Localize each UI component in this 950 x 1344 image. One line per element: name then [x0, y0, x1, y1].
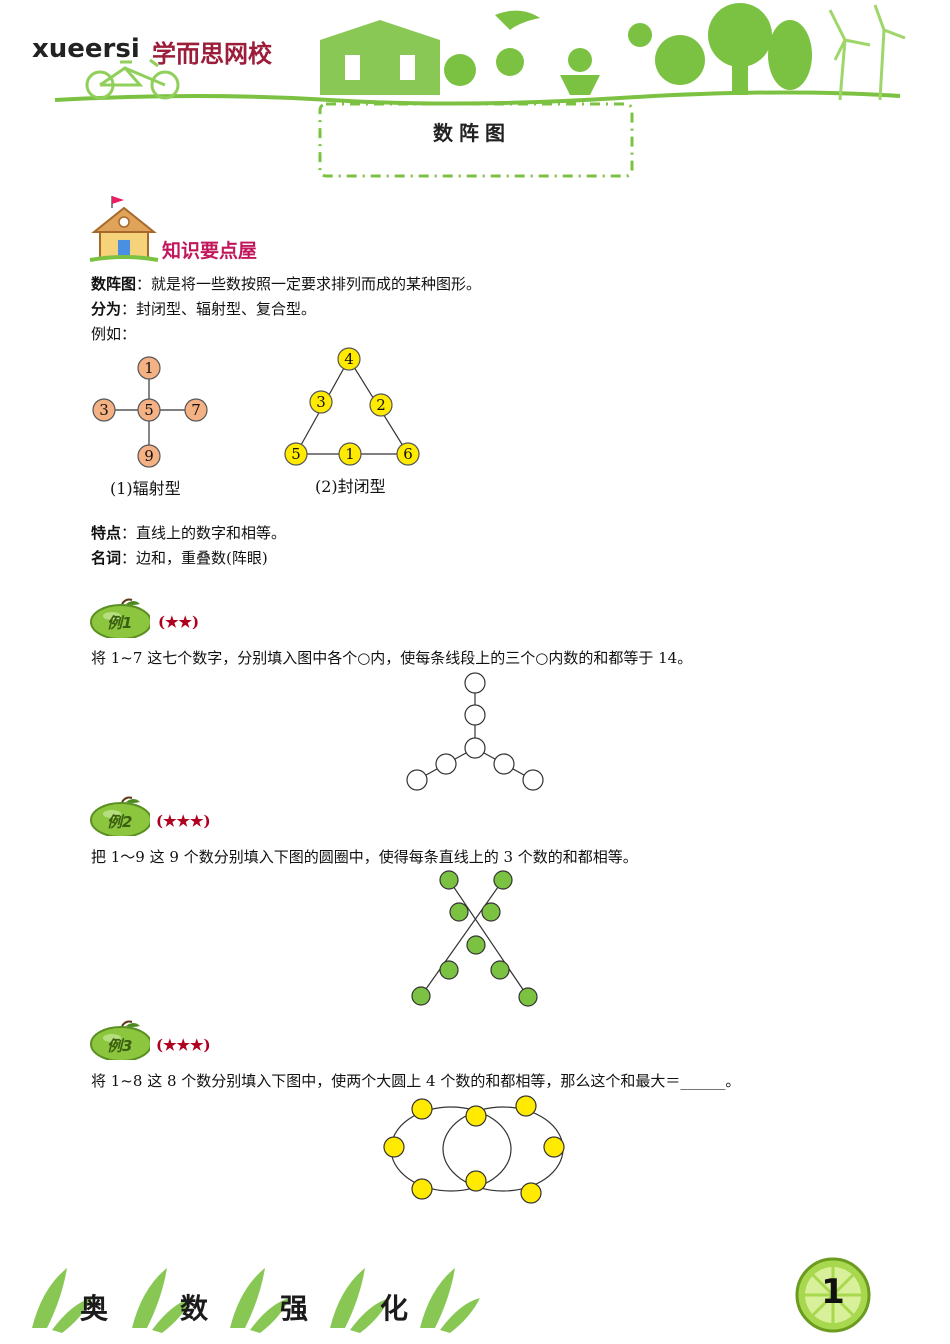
types-line: 分为：封闭型、辐射型、复合型。 [91, 299, 316, 319]
radial-num: 1 [144, 359, 154, 377]
example-2-text: 把 1～9 这 9 个数分别填入下图的圆圈中，使得每条直线上的 3 个数的和都相… [91, 848, 638, 866]
yellow-node [411, 1098, 433, 1120]
yellow-node [543, 1136, 565, 1158]
blank-circle [522, 769, 544, 791]
footer-word: 奥 [80, 1292, 109, 1325]
example-3-text: 将 1~8 这 8 个数分别填入下图中，使两个大圆上 4 个数的和都相等，那么这… [91, 1072, 741, 1090]
radial-node [92, 398, 116, 422]
lime-page-badge-icon [795, 1257, 871, 1333]
terms-text: ：边和，重叠数(阵眼) [121, 549, 268, 567]
closed-diagram: 4 3 2 5 1 6 [284, 347, 420, 466]
example-2-diagram [411, 870, 538, 1007]
feature-term: 特点 [91, 524, 122, 542]
example-1-diagram [406, 672, 544, 791]
example-1-apple-icon [90, 598, 150, 638]
blank-circle [464, 672, 486, 694]
yellow-node [520, 1182, 542, 1204]
example-intro: 例如： [91, 325, 137, 343]
feature-line: 特点：直线上的数字和相等。 [91, 523, 286, 543]
page-header: xueersi 学而思网校 [0, 0, 950, 110]
page-title: 数阵图 [433, 121, 511, 145]
blank-circle [406, 769, 428, 791]
radial-num: 5 [144, 401, 154, 419]
example-1-text: 将 1~7 这七个数字，分别填入图中各个○内，使每条线段上的三个○内数的和都等于… [91, 649, 693, 667]
example-1-stars: (★★) [158, 613, 200, 631]
closed-node [309, 390, 333, 414]
example-3-badge: 例3 [107, 1037, 133, 1055]
radial-node [137, 356, 161, 380]
closed-node [396, 442, 420, 466]
green-node [449, 902, 469, 922]
example-3-stars: (★★★) [156, 1036, 211, 1054]
radial-caption: (1)辐射型 [110, 479, 181, 498]
green-node [411, 986, 431, 1006]
closed-num: 6 [403, 445, 413, 463]
radial-node [137, 444, 161, 468]
closed-node [369, 393, 393, 417]
types-text: ：封闭型、辐射型、复合型。 [121, 300, 317, 318]
types-term: 分为 [91, 300, 122, 318]
blank-circle [464, 704, 486, 726]
example-1-badge: 例1 [107, 614, 133, 632]
radial-node [137, 398, 161, 422]
example-2-apple-icon [90, 796, 150, 836]
page-number: 1 [821, 1272, 845, 1312]
brand-logo-latin: xueersi [32, 34, 140, 64]
brand-logo-cn: 学而思网校 [152, 40, 272, 68]
yellow-node [465, 1170, 487, 1192]
footer-word: 数 [180, 1292, 209, 1325]
radial-num: 7 [191, 401, 201, 419]
radial-diagram: 1 3 5 7 9 [92, 356, 208, 468]
green-node [490, 960, 510, 980]
green-node [439, 870, 459, 890]
closed-caption: (2)封闭型 [315, 477, 386, 496]
yellow-node [411, 1178, 433, 1200]
radial-node [184, 398, 208, 422]
yellow-node [515, 1095, 537, 1117]
example-3-apple-icon [90, 1020, 150, 1060]
terms-line: 名词：边和，重叠数(阵眼) [91, 548, 268, 568]
house-icon [89, 196, 159, 262]
closed-num: 4 [344, 350, 354, 368]
blank-circle [464, 737, 486, 759]
green-node [518, 987, 538, 1007]
feature-text: ：直线上的数字和相等。 [121, 524, 287, 542]
terms-term: 名词 [91, 549, 122, 567]
title-frame [318, 102, 634, 178]
footer-word: 强 [280, 1292, 309, 1325]
example-3-diagram [383, 1095, 565, 1204]
yellow-node [383, 1136, 405, 1158]
closed-node [338, 442, 362, 466]
blank-circle [435, 753, 457, 775]
knowledge-section-label: 知识要点屋 [162, 240, 258, 262]
radial-num: 3 [99, 401, 109, 419]
definition-line: 数阵图：就是将一些数按照一定要求排列而成的某种图形。 [91, 274, 481, 294]
radial-num: 9 [144, 447, 154, 465]
green-node [439, 960, 459, 980]
example-2-stars: (★★★) [156, 812, 211, 830]
green-node [466, 935, 486, 955]
closed-num: 5 [291, 445, 301, 463]
closed-node [284, 442, 308, 466]
yellow-node [465, 1105, 487, 1127]
closed-num: 3 [316, 393, 326, 411]
blank-circle [493, 753, 515, 775]
closed-node [337, 347, 361, 371]
green-node [481, 902, 501, 922]
footer-word: 化 [380, 1292, 409, 1325]
definition-term: 数阵图 [91, 275, 137, 293]
footer-leaf-decoration [32, 1268, 480, 1333]
example-2-badge: 例2 [107, 813, 133, 831]
header-landscape-decoration [54, 3, 906, 106]
definition-text: ：就是将一些数按照一定要求排列而成的某种图形。 [136, 275, 482, 293]
green-node [493, 870, 513, 890]
closed-num: 2 [376, 396, 386, 414]
closed-num: 1 [345, 445, 355, 463]
